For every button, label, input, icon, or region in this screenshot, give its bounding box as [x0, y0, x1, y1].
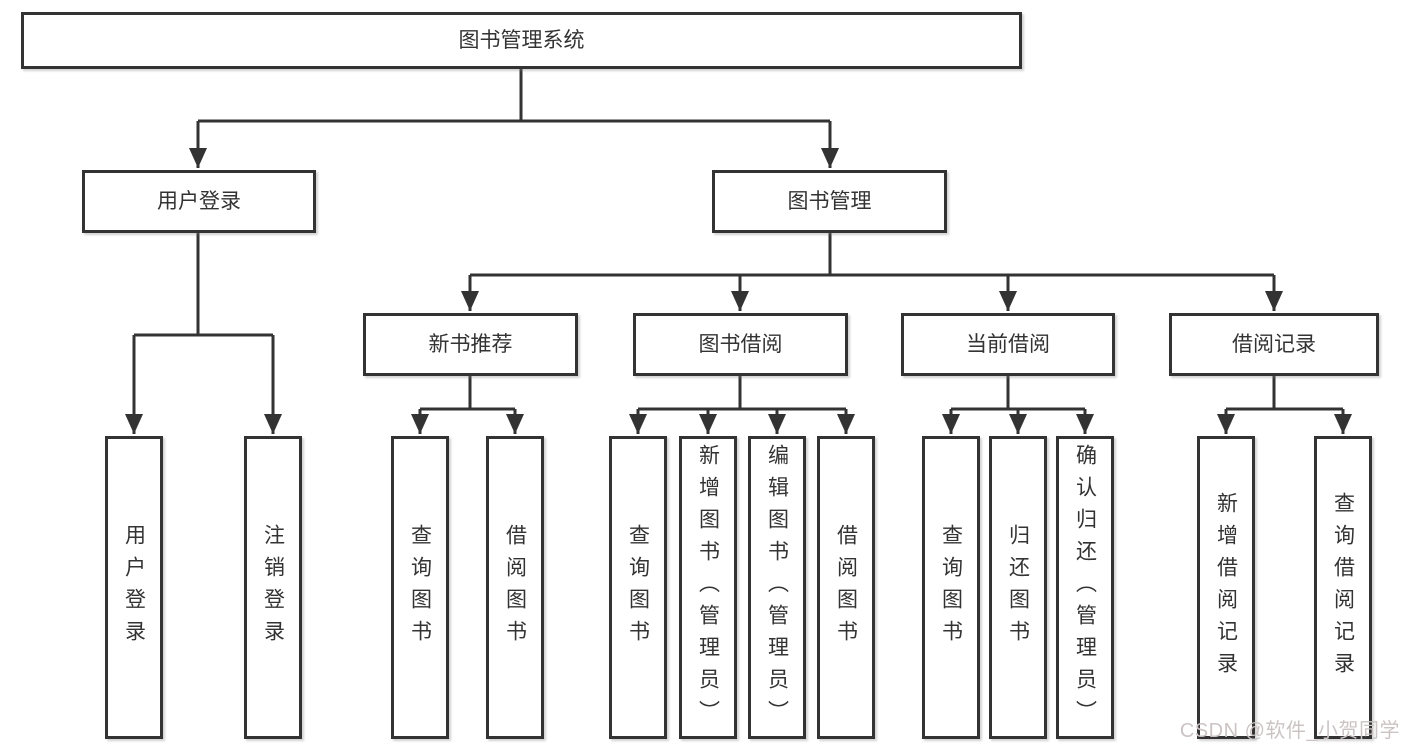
node-current-borrowing: 当前借阅	[901, 313, 1115, 376]
node-book-borrowing: 图书借阅	[633, 313, 848, 376]
leaf-query-books-borrowing: 查询图书	[609, 436, 667, 739]
leaf-query-books-current: 查询图书	[922, 436, 980, 739]
leaf-borrow-books: 借阅图书	[817, 436, 875, 739]
leaf-add-books-admin: 新增图书（管理员）	[679, 436, 737, 739]
leaf-query-borrowing-record: 查询借阅记录	[1314, 436, 1372, 739]
leaf-query-books-recommend: 查询图书	[391, 436, 449, 739]
leaf-return-books: 归还图书	[989, 436, 1047, 739]
leaf-logout: 注销登录	[244, 436, 302, 739]
leaf-borrow-books-recommend: 借阅图书	[486, 436, 544, 739]
leaf-user-login: 用户登录	[105, 436, 163, 739]
node-user-login: 用户登录	[82, 170, 316, 233]
node-borrowing-records: 借阅记录	[1169, 313, 1379, 376]
leaf-confirm-return-admin: 确认归还（管理员）	[1056, 436, 1114, 739]
watermark-text: CSDN @软件_小贺同学	[1179, 720, 1400, 742]
leaf-edit-books-admin: 编辑图书（管理员）	[748, 436, 806, 739]
leaf-add-borrowing-record: 新增借阅记录	[1197, 436, 1255, 739]
node-book-management: 图书管理	[712, 170, 947, 233]
node-new-book-recommendation: 新书推荐	[363, 313, 578, 376]
node-library-management-system: 图书管理系统	[21, 12, 1022, 69]
